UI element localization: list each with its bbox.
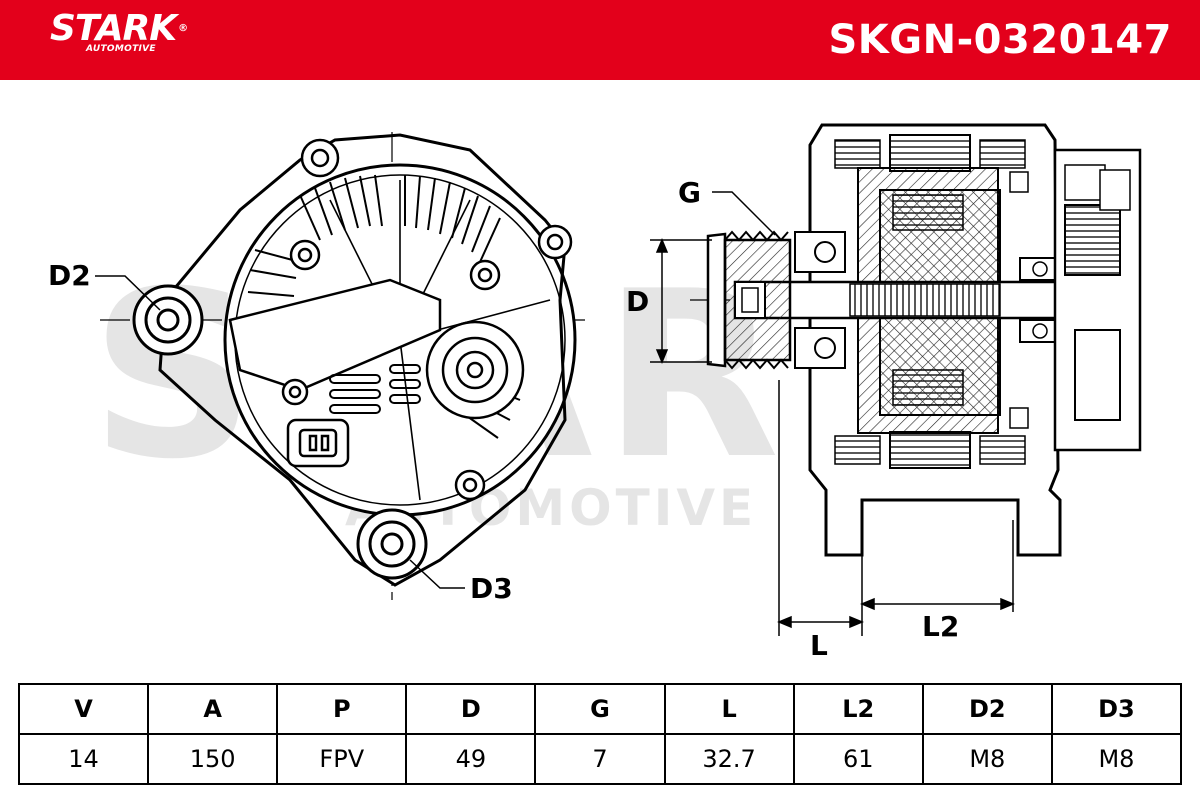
specs-table: V A P D G L L2 D2 D3 14 150 FPV 49 7 32.… xyxy=(17,683,1183,785)
alternator-side-view xyxy=(690,123,1142,557)
spec-header-a: A xyxy=(147,683,279,735)
brand-name: STARK xyxy=(50,8,177,49)
spec-value-v: 14 xyxy=(17,733,150,785)
label-d: D xyxy=(626,285,649,318)
spec-value-d: 49 xyxy=(405,733,537,785)
spec-header-p: P xyxy=(276,683,408,735)
brand-subtitle: AUTOMOTIVE xyxy=(86,44,156,54)
spec-value-d2: M8 xyxy=(921,733,1053,785)
spec-header-d: D xyxy=(405,683,537,735)
brand-logo: STARK® AUTOMOTIVE xyxy=(50,8,188,55)
d3-leader xyxy=(409,559,465,589)
spec-value-l: 32.7 xyxy=(663,733,795,785)
part-number: SKGN-0320147 xyxy=(828,17,1172,63)
spec-value-a: 150 xyxy=(147,733,279,785)
dimension-l xyxy=(777,380,864,636)
specs-value-row: 14 150 FPV 49 7 32.7 61 M8 M8 xyxy=(17,733,1183,785)
d2-leader xyxy=(95,275,161,311)
registered-mark: ® xyxy=(178,23,188,34)
spec-header-v: V xyxy=(17,683,150,735)
spec-value-p: FPV xyxy=(276,733,408,785)
dimension-d xyxy=(650,238,712,364)
label-g: G xyxy=(678,176,701,209)
spec-value-l2: 61 xyxy=(792,733,924,785)
label-d3: D3 xyxy=(470,572,513,605)
spec-header-l2: L2 xyxy=(792,683,924,735)
label-d2: D2 xyxy=(48,259,91,292)
dimension-l2 xyxy=(860,520,1015,612)
technical-drawing: STARK AUTOMOTIVE xyxy=(48,123,1142,662)
spec-header-g: G xyxy=(534,683,666,735)
spec-value-d3: M8 xyxy=(1050,733,1183,785)
label-l2: L2 xyxy=(922,610,959,643)
spec-header-d3: D3 xyxy=(1050,683,1183,735)
alternator-front-view xyxy=(100,132,585,600)
label-l: L xyxy=(810,629,828,662)
g-leader xyxy=(712,191,776,236)
spec-header-d2: D2 xyxy=(921,683,1053,735)
spec-header-l: L xyxy=(663,683,795,735)
header-bar: STARK® AUTOMOTIVE SKGN-0320147 xyxy=(0,0,1200,80)
specs-header-row: V A P D G L L2 D2 D3 xyxy=(17,683,1183,735)
spec-value-g: 7 xyxy=(534,733,666,785)
